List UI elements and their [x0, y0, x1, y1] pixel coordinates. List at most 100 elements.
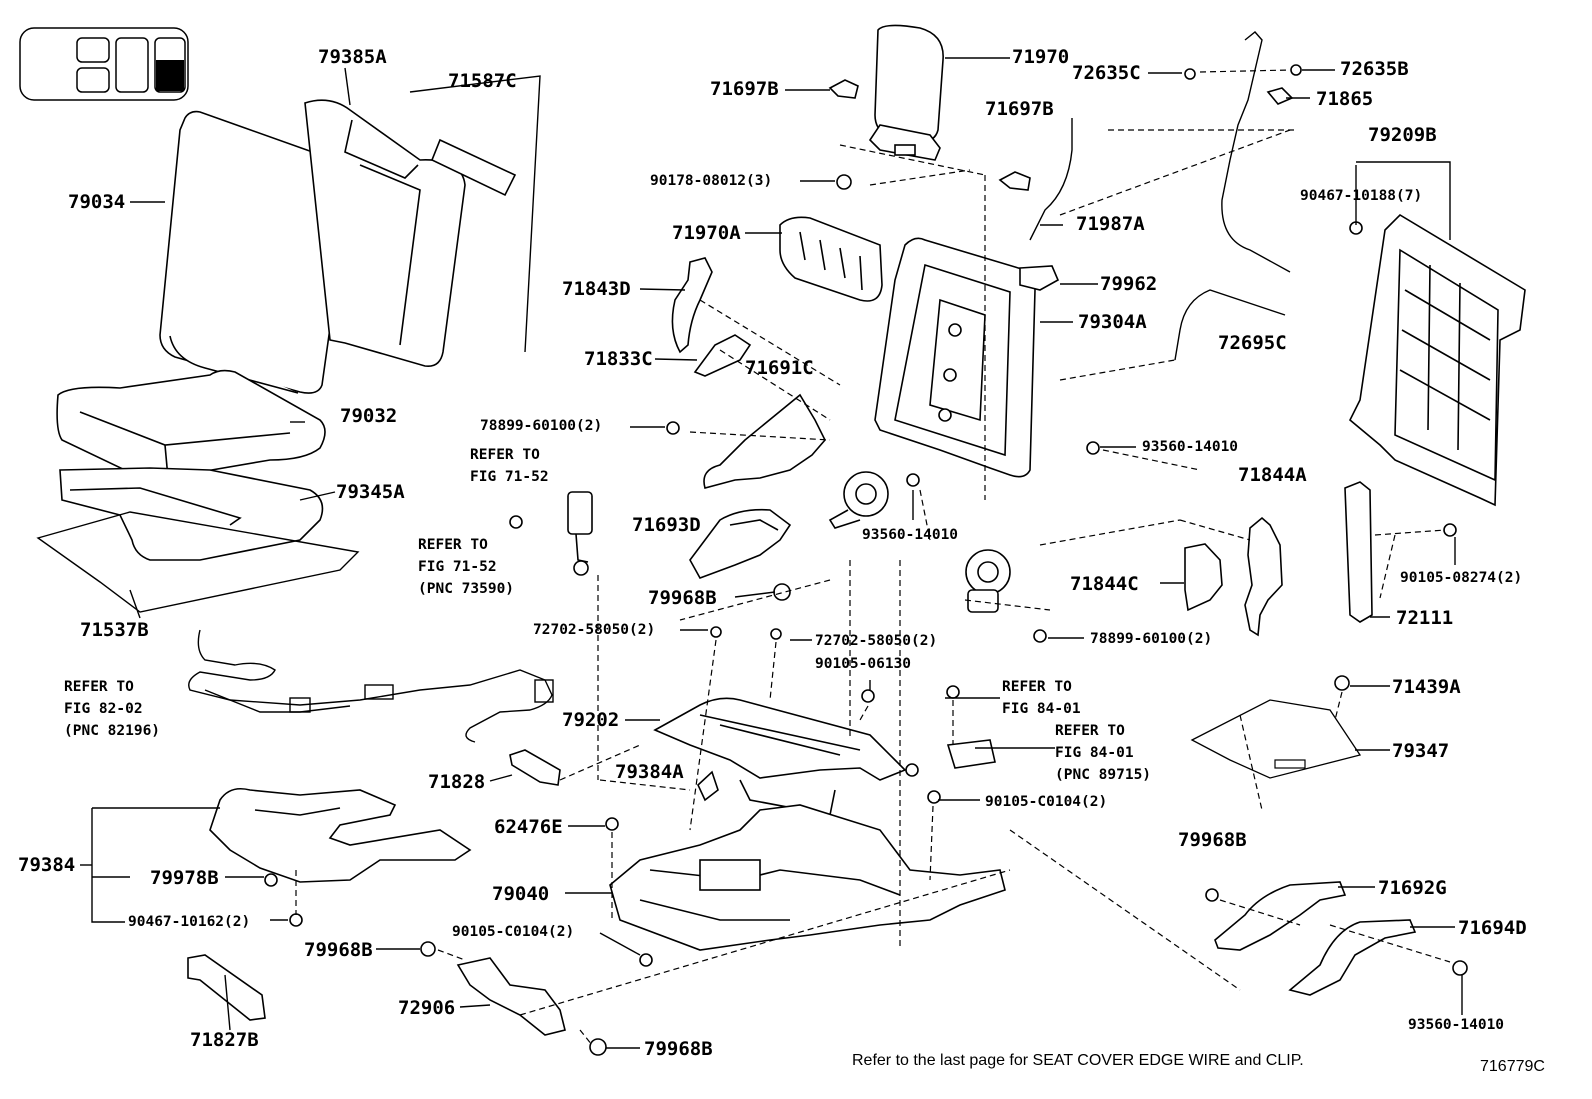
- belt-buckle: [567, 491, 593, 563]
- label-79347: 79347: [1392, 740, 1450, 762]
- label-71691C: 71691C: [745, 357, 814, 379]
- label-79209B: 79209B: [1368, 124, 1437, 146]
- recliner-motor: [828, 471, 1011, 613]
- block-79962: [1019, 265, 1060, 291]
- label-71697B-a: 71697B: [710, 78, 779, 100]
- label-71694D: 71694D: [1458, 917, 1527, 939]
- label-93560-14010-c: 93560-14010: [1408, 1017, 1505, 1033]
- seat-frame-79202: [653, 697, 907, 816]
- seatback-cover-79034: [159, 110, 352, 394]
- label-79384A: 79384A: [615, 761, 684, 783]
- leader-lines: [80, 57, 1463, 1049]
- seat-sheet-71537B: [36, 511, 360, 613]
- label-79040: 79040: [492, 883, 550, 905]
- module-89715: [946, 739, 996, 769]
- highlighted-seat: [156, 60, 184, 91]
- refer-note-fig84-01-pnc89715: REFER TO FIG 84-01 (PNC 89715): [1055, 723, 1152, 783]
- label-71970A: 71970A: [672, 222, 741, 244]
- label-79032: 79032: [340, 405, 398, 427]
- label-90105-C0104-a: 90105-C0104(2): [452, 924, 575, 940]
- clip-71697B-b: [998, 171, 1031, 191]
- label-71587C: 71587C: [448, 70, 517, 92]
- label-72702-58050-a: 72702-58050(2): [533, 622, 656, 638]
- label-72111: 72111: [1396, 607, 1454, 629]
- label-78899-60100-a: 78899-60100(2): [480, 418, 603, 434]
- bracket-71828: [509, 749, 561, 786]
- label-71844A: 71844A: [1238, 464, 1307, 486]
- strip-72111: [1344, 481, 1373, 623]
- release-cables: [1029, 31, 1291, 361]
- assembly-dashes: [295, 69, 1451, 1046]
- label-79968B-a: 79968B: [648, 587, 717, 609]
- cover-71833C: [693, 334, 752, 377]
- label-79304A: 79304A: [1078, 311, 1147, 333]
- label-90105-C0104-b: 90105-C0104(2): [985, 794, 1108, 810]
- label-79385A: 79385A: [318, 46, 387, 68]
- label-71827B: 71827B: [190, 1029, 259, 1051]
- label-72695C: 72695C: [1218, 332, 1287, 354]
- wire-harness: [188, 629, 554, 743]
- label-71537B: 71537B: [80, 619, 149, 641]
- label-71844C: 71844C: [1070, 573, 1139, 595]
- headrest-71970: [868, 24, 944, 161]
- seatback-board-71587C: [409, 75, 541, 353]
- diagram-code: 716779C: [1480, 1058, 1545, 1075]
- label-72906: 72906: [398, 997, 456, 1019]
- clip-71865: [1266, 87, 1294, 105]
- cover-71844A: [1244, 516, 1283, 637]
- bracket-79384A: [697, 770, 719, 802]
- label-71439A: 71439A: [1392, 676, 1461, 698]
- sheet-79347: [1190, 699, 1362, 779]
- label-79968B-c: 79968B: [304, 939, 373, 961]
- label-90467-10162: 90467-10162(2): [128, 914, 251, 930]
- label-79034: 79034: [68, 191, 126, 213]
- refer-note-fig82-02: REFER TO FIG 82-02 (PNC 82196): [64, 679, 161, 739]
- label-71970: 71970: [1012, 46, 1070, 68]
- label-79968B-d: 79968B: [1178, 829, 1247, 851]
- refer-note-fig71-52-pnc73590: REFER TO FIG 71-52 (PNC 73590): [418, 537, 515, 597]
- label-71987A: 71987A: [1076, 213, 1145, 235]
- label-71843D: 71843D: [562, 278, 631, 300]
- label-71828: 71828: [428, 771, 486, 793]
- seatback-frame-79304A: [874, 237, 1036, 478]
- label-79968B-b: 79968B: [644, 1038, 713, 1060]
- label-72635C: 72635C: [1072, 62, 1141, 84]
- label-71833C: 71833C: [584, 348, 653, 370]
- seat-pad-79345A: [59, 467, 324, 561]
- seatback-pad-79385A: [304, 99, 466, 368]
- label-72702-58050-b: 72702-58050(2): [815, 633, 938, 649]
- headrest-guide-71970A: [779, 216, 883, 302]
- label-79384: 79384: [18, 854, 76, 876]
- refer-note-fig71-52: REFER TO FIG 71-52: [470, 447, 549, 485]
- label-90467-10188: 90467-10188(7): [1300, 188, 1423, 204]
- label-79962: 79962: [1100, 273, 1158, 295]
- label-78899-60100-b: 78899-60100(2): [1090, 631, 1213, 647]
- label-71693D: 71693D: [632, 514, 701, 536]
- label-90178-08012: 90178-08012(3): [650, 173, 773, 189]
- seat-position-icon: [19, 27, 189, 101]
- clip-71697B-a: [828, 79, 859, 99]
- label-71697B-b: 71697B: [985, 98, 1054, 120]
- label-79345A: 79345A: [336, 481, 405, 503]
- recliner-cover-71691C: [703, 393, 826, 489]
- label-71865: 71865: [1316, 88, 1374, 110]
- label-62476E: 62476E: [494, 816, 563, 838]
- bracket-71843D: [671, 257, 713, 354]
- label-93560-14010-a: 93560-14010: [1142, 439, 1239, 455]
- footer-note: Refer to the last page for SEAT COVER ED…: [852, 1052, 1304, 1069]
- side-cover-79384: [209, 787, 472, 883]
- label-90105-06130: 90105-06130: [815, 656, 912, 672]
- refer-note-fig84-01: REFER TO FIG 84-01: [1002, 679, 1081, 717]
- label-90105-08274: 90105-08274(2): [1400, 570, 1523, 586]
- back-board-79209B: [1349, 213, 1526, 507]
- label-79978B: 79978B: [150, 867, 219, 889]
- cover-72906: [456, 957, 566, 1036]
- label-93560-14010-b: 93560-14010: [862, 527, 959, 543]
- label-72635B: 72635B: [1340, 58, 1409, 80]
- cover-71692G: [1214, 881, 1347, 951]
- label-71692G: 71692G: [1378, 877, 1447, 899]
- cover-71693D: [689, 508, 792, 579]
- seat-frame-79040: [609, 804, 1006, 951]
